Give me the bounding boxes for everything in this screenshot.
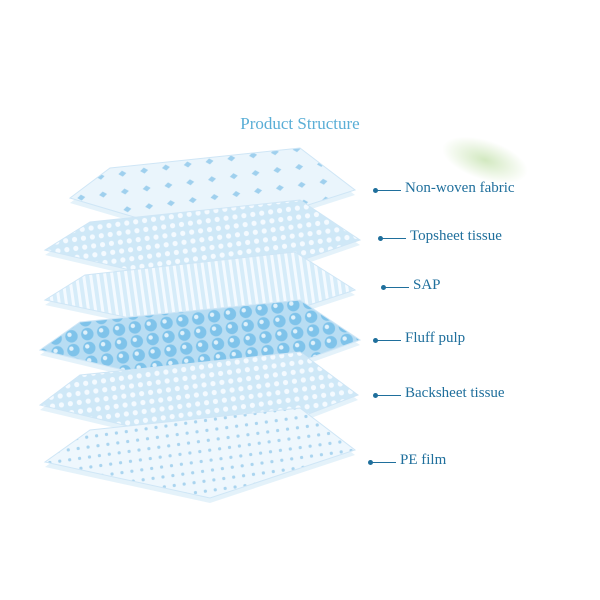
- leader-dot: [373, 338, 378, 343]
- layer-label: Fluff pulp: [405, 330, 466, 346]
- leader-dot: [373, 188, 378, 193]
- diagram-title: Product Structure: [240, 114, 360, 133]
- leader-line: [385, 287, 409, 288]
- leader-line: [382, 238, 406, 239]
- layer-label: PE film: [400, 452, 447, 468]
- leader-line: [372, 462, 396, 463]
- leader-dot: [368, 460, 373, 465]
- layer-label: SAP: [413, 277, 441, 293]
- layer-label: Topsheet tissue: [410, 228, 502, 244]
- leader-dot: [373, 393, 378, 398]
- layer-6-sheet: [43, 407, 357, 499]
- layer-label: Non-woven fabric: [405, 180, 515, 196]
- leader-line: [377, 340, 401, 341]
- leader-dot: [381, 285, 386, 290]
- leader-line: [377, 190, 401, 191]
- layer-label: Backsheet tissue: [405, 385, 505, 401]
- leader-dot: [378, 236, 383, 241]
- leader-line: [377, 395, 401, 396]
